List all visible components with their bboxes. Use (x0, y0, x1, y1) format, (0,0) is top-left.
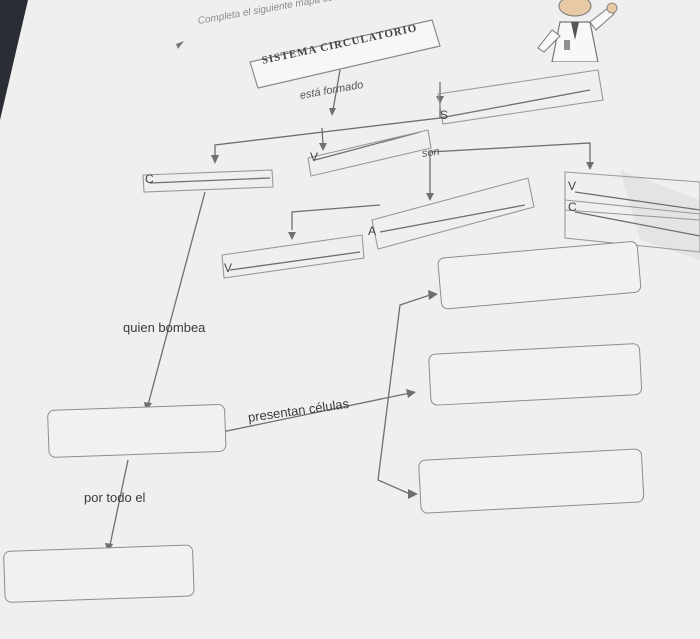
blank-line-c (149, 177, 271, 184)
link-por-todo-el: por todo el (84, 490, 146, 505)
blank-line-v-right (574, 191, 700, 211)
frame-c-right (564, 199, 700, 253)
blank-line-a (379, 204, 526, 233)
blank-v-initial: V (310, 150, 319, 164)
frame-v (307, 129, 432, 177)
blank-a-initial: A (368, 224, 377, 238)
line-por-todo (109, 459, 129, 546)
frame-v-right (564, 171, 700, 221)
blank-s-initial: S (440, 108, 449, 122)
frame-v-sub (221, 234, 365, 279)
blank-v-sub-initial: V (568, 179, 577, 193)
frame-s (437, 69, 604, 125)
answer-box-heart[interactable] (47, 403, 227, 458)
frame-c (142, 169, 274, 193)
line-to-v (321, 127, 324, 146)
blank-line-c-right (574, 211, 700, 237)
blank-line-s (439, 89, 591, 119)
doctor-mascot-icon (537, 0, 618, 62)
link-son: son (421, 145, 441, 160)
blank-c-initial: C (145, 172, 154, 186)
page-curl-shadow (620, 170, 700, 260)
line-title-down (332, 69, 341, 111)
blank-c-sub-initial: C (568, 200, 577, 214)
title-banner (249, 19, 441, 89)
line-presentan (221, 392, 411, 433)
blank-line-v-sub (229, 251, 361, 271)
blank-line-v (314, 131, 421, 161)
link-quien-bombea: quien bombea (123, 320, 206, 335)
connector-lines (105, 69, 700, 553)
line-son-branch (429, 142, 591, 163)
line-sub-v-branch (291, 204, 381, 230)
arrow-bullet-icon (176, 41, 184, 49)
frame-a (371, 177, 535, 250)
blank-v-vena-initial: V (224, 261, 233, 275)
answer-box-body[interactable] (3, 544, 195, 603)
answer-box-cell-2[interactable] (428, 342, 643, 406)
line-bracket-cells (377, 294, 431, 495)
line-quien-bombea (147, 191, 206, 406)
